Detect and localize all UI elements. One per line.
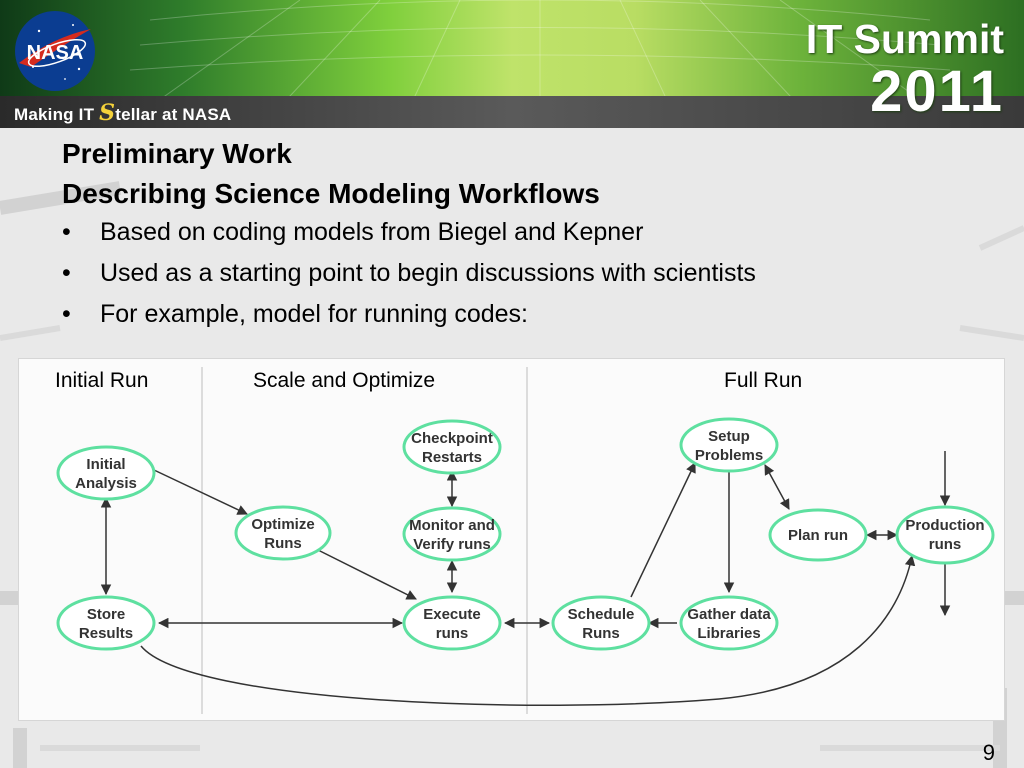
svg-text:Initial: Initial: [86, 456, 125, 473]
edge-analysis-optimize: [153, 469, 248, 515]
edge-optimize-execute: [313, 547, 417, 600]
svg-text:Verify runs: Verify runs: [413, 536, 491, 553]
bullet-list: Based on coding models from Biegel and K…: [62, 212, 756, 335]
workflow-diagram: Initial Analysis Store Results Optimize …: [18, 358, 1005, 721]
node-gather-data: Gather data Libraries: [679, 595, 779, 651]
svg-text:Results: Results: [79, 625, 133, 642]
svg-text:Restarts: Restarts: [422, 449, 482, 466]
node-initial-analysis: Initial Analysis: [56, 445, 156, 501]
svg-text:Gather data: Gather data: [687, 606, 771, 623]
column-header-initial-run: Initial Run: [55, 369, 149, 392]
svg-text:Problems: Problems: [695, 447, 763, 464]
svg-text:Store: Store: [87, 606, 125, 623]
svg-text:Runs: Runs: [582, 625, 620, 642]
svg-text:Setup: Setup: [708, 428, 750, 445]
banner-grid-graphic: [119, 0, 961, 128]
event-year: 2011: [870, 59, 1004, 124]
column-header-scale-optimize: Scale and Optimize: [253, 369, 436, 392]
node-checkpoint-restarts: Checkpoint Restarts: [402, 419, 502, 475]
svg-text:runs: runs: [929, 536, 962, 553]
slide-title: Preliminary Work Describing Science Mode…: [62, 134, 600, 214]
banner-tagline: Making IT Stellar at NASA: [14, 100, 232, 126]
svg-text:Analysis: Analysis: [75, 475, 137, 492]
node-production-runs: Production runs: [895, 505, 995, 565]
edge-setup-plan: [764, 464, 790, 510]
node-schedule-runs: Schedule Runs: [551, 595, 651, 651]
nasa-logo: NASA: [15, 11, 95, 91]
svg-text:Plan run: Plan run: [788, 527, 848, 544]
tagline-strip: [0, 96, 1024, 128]
edge-schedule-setup: [630, 462, 696, 598]
bullet-item: Based on coding models from Biegel and K…: [62, 212, 756, 253]
svg-text:Monitor and: Monitor and: [409, 517, 495, 534]
node-plan-run: Plan run: [768, 508, 868, 562]
event-name: IT Summit: [805, 16, 1004, 62]
column-header-full-run: Full Run: [724, 369, 803, 392]
nasa-logo-text: NASA: [27, 42, 84, 64]
node-monitor-verify: Monitor and Verify runs: [402, 506, 502, 562]
svg-text:Production: Production: [905, 517, 984, 534]
node-execute-runs: Execute runs: [402, 595, 502, 651]
page-number: 9: [982, 740, 995, 765]
edge-store-production: [140, 554, 916, 706]
header-banner: NASA Making IT Stellar at NASA IT Summit…: [0, 0, 1024, 128]
bullet-item: Used as a starting point to begin discus…: [62, 253, 756, 294]
title-line-1: Preliminary Work: [62, 138, 292, 169]
workflow-diagram-svg: Initial Analysis Store Results Optimize …: [56, 367, 995, 714]
svg-text:runs: runs: [436, 625, 469, 642]
svg-text:Runs: Runs: [264, 535, 302, 552]
svg-text:Libraries: Libraries: [697, 625, 760, 642]
svg-text:Schedule: Schedule: [568, 606, 635, 623]
node-setup-problems: Setup Problems: [679, 417, 779, 473]
svg-text:Execute: Execute: [423, 606, 481, 623]
node-store-results: Store Results: [56, 595, 156, 651]
bullet-item: For example, model for running codes:: [62, 294, 756, 335]
svg-text:Optimize: Optimize: [251, 516, 314, 533]
svg-text:Checkpoint: Checkpoint: [411, 430, 493, 447]
title-line-2: Describing Science Modeling Workflows: [62, 178, 600, 209]
node-optimize-runs: Optimize Runs: [234, 505, 332, 561]
